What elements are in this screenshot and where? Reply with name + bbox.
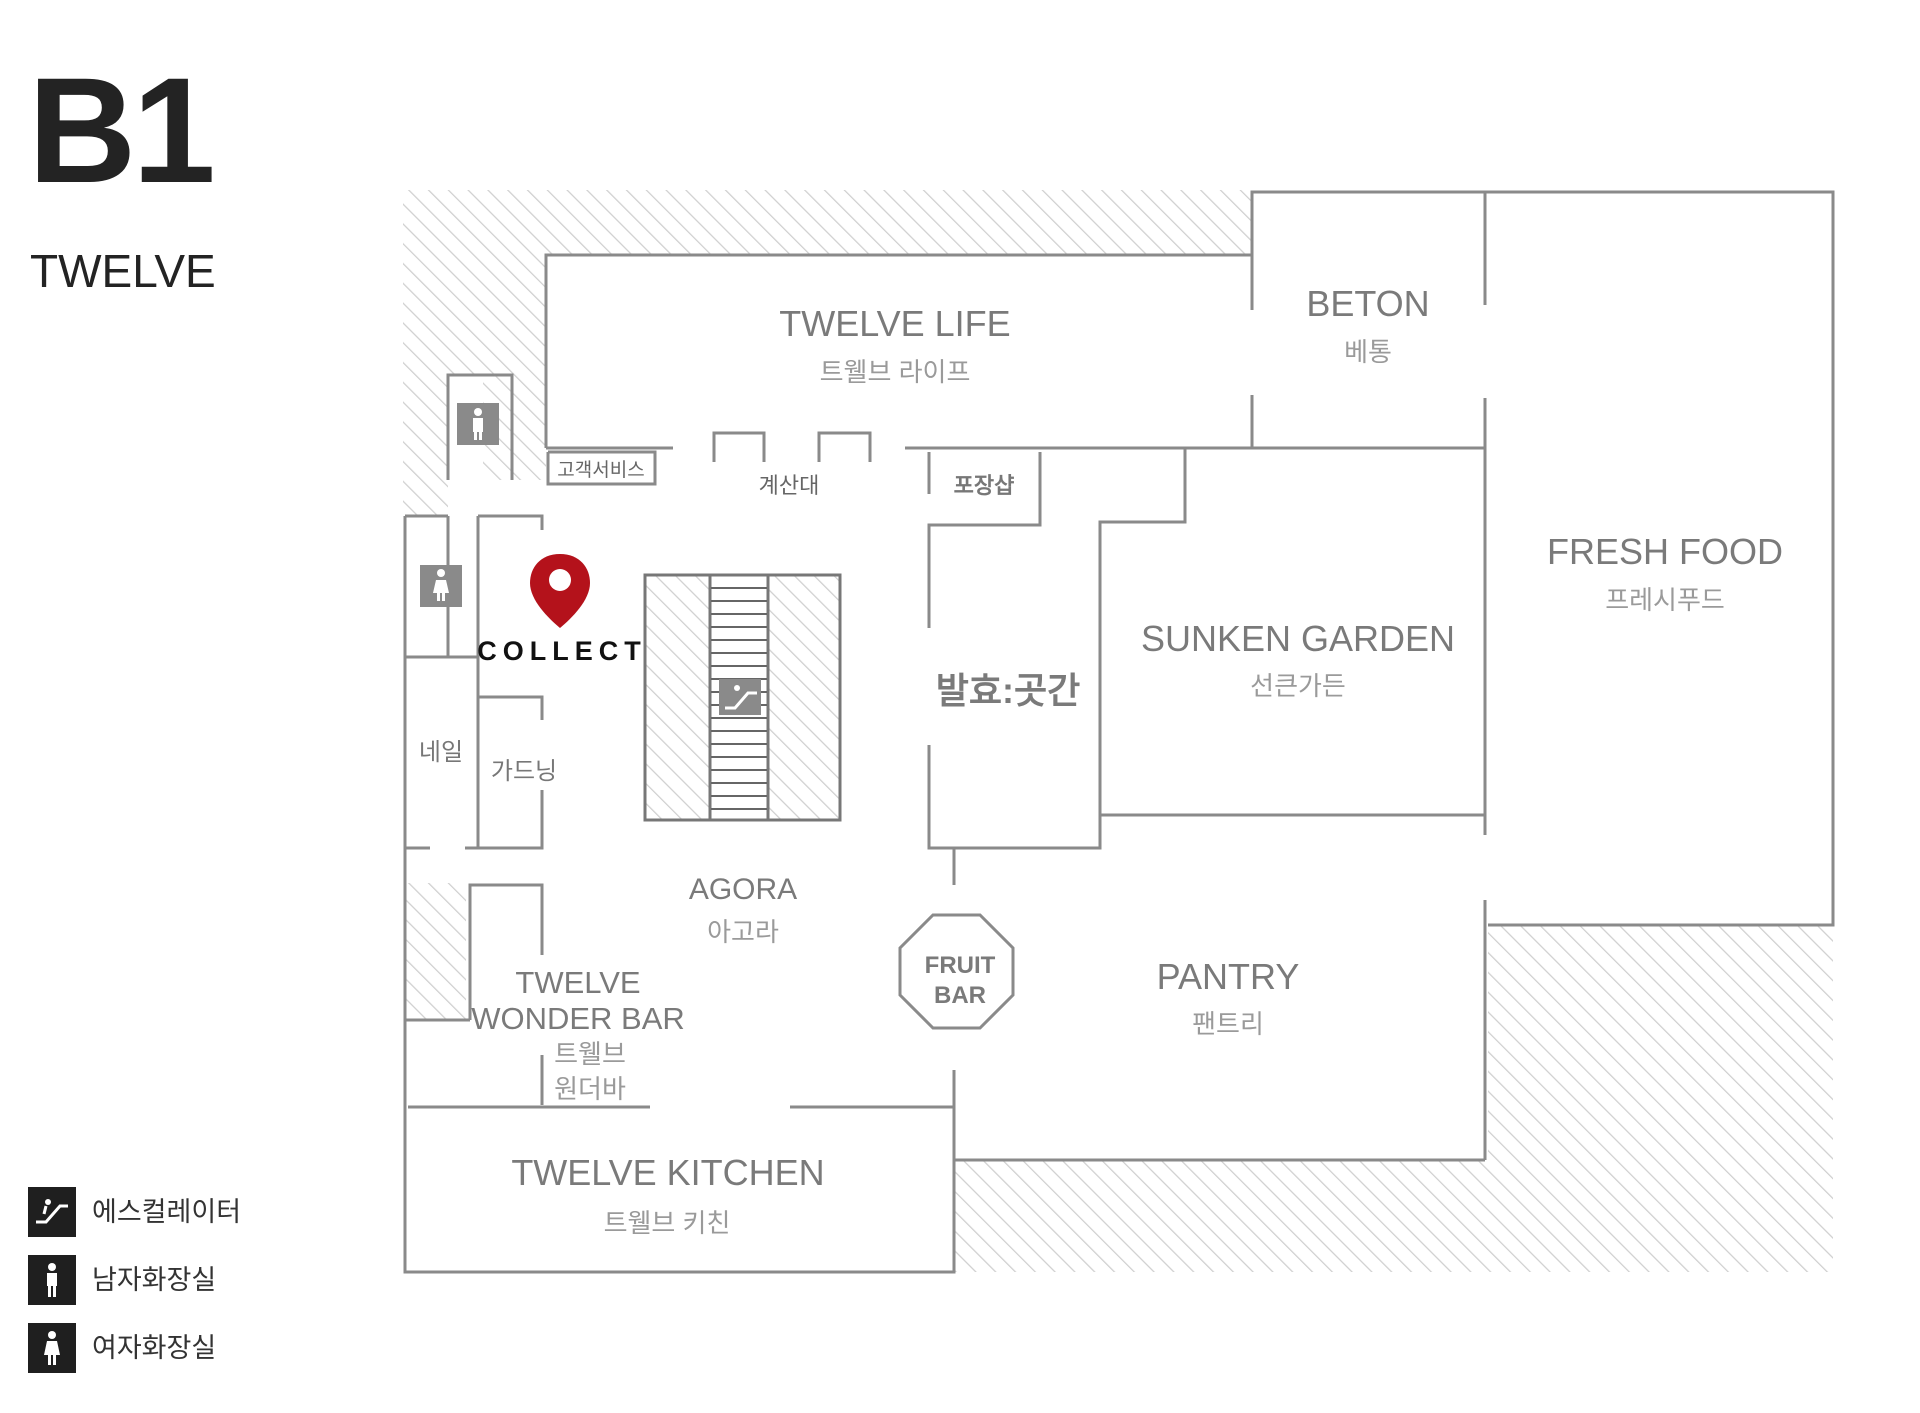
- legend-item-mens-restroom: 남자화장실: [28, 1255, 241, 1305]
- womens-restroom-icon: [420, 565, 462, 607]
- zone-balhyo[interactable]: 발효:곳간: [936, 670, 1080, 711]
- zone-wonder-bar-ko2: 원더바: [554, 1074, 626, 1104]
- zone-wonder-bar-line2: WONDER BAR: [471, 1001, 685, 1036]
- zone-sunken-garden[interactable]: SUNKEN GARDEN: [1141, 618, 1455, 659]
- zone-fresh-food-ko: 프레시푸드: [1605, 585, 1725, 615]
- walls: [403, 190, 1835, 1274]
- zone-wrapping-shop[interactable]: 포장샵: [954, 473, 1015, 498]
- zone-beton-ko: 베통: [1344, 337, 1392, 367]
- zone-customer-service[interactable]: 고객서비스: [557, 459, 644, 481]
- zone-pantry-ko: 팬트리: [1192, 1009, 1264, 1039]
- zone-fruit-bar-line1[interactable]: FRUIT: [925, 952, 996, 979]
- zone-beton[interactable]: BETON: [1306, 283, 1429, 324]
- mens-restroom-icon: [28, 1255, 76, 1305]
- building-name: TWELVE: [30, 245, 216, 297]
- zone-twelve-kitchen-ko: 트웰브 키친: [604, 1208, 731, 1238]
- collect-marker-pin[interactable]: [530, 554, 590, 628]
- legend-item-womens-restroom: 여자화장실: [28, 1323, 241, 1373]
- legend-item-escalator: 에스컬레이터: [28, 1187, 241, 1237]
- zone-fresh-food[interactable]: FRESH FOOD: [1547, 531, 1783, 572]
- escalator-icon: [28, 1187, 76, 1237]
- legend-label-escalator: 에스컬레이터: [92, 1196, 242, 1227]
- zone-wonder-bar-ko1: 트웰브: [554, 1039, 626, 1069]
- collect-marker-label[interactable]: COLLECT: [477, 636, 647, 666]
- zone-sunken-garden-ko: 선큰가든: [1250, 671, 1346, 701]
- legend-label-mens-restroom: 남자화장실: [92, 1264, 217, 1295]
- mens-restroom-icon: [457, 403, 499, 445]
- legend-label-womens-restroom: 여자화장실: [92, 1332, 217, 1363]
- zone-fruit-bar-line2: BAR: [934, 982, 986, 1009]
- zone-agora-ko: 아고라: [707, 917, 779, 947]
- escalator-icon: [719, 679, 761, 715]
- zone-gardening[interactable]: 가드닝: [491, 758, 557, 785]
- zone-pantry[interactable]: PANTRY: [1157, 956, 1300, 997]
- floor-title: B1: [28, 46, 216, 214]
- zone-wonder-bar-line1[interactable]: TWELVE: [515, 965, 640, 1000]
- hatched-areas: [403, 190, 1833, 1272]
- fruit-bar-octagon: [898, 913, 1015, 1030]
- womens-restroom-icon: [28, 1323, 76, 1373]
- zone-checkout[interactable]: 계산대: [759, 473, 820, 498]
- zone-agora[interactable]: AGORA: [689, 873, 797, 906]
- zone-twelve-life-ko: 트웰브 라이프: [820, 357, 971, 387]
- zone-nail[interactable]: 네일: [419, 739, 463, 766]
- legend: 에스컬레이터 남자화장실 여자화장실: [28, 1187, 241, 1373]
- zone-twelve-kitchen[interactable]: TWELVE KITCHEN: [511, 1152, 824, 1193]
- zone-twelve-life[interactable]: TWELVE LIFE: [779, 303, 1010, 344]
